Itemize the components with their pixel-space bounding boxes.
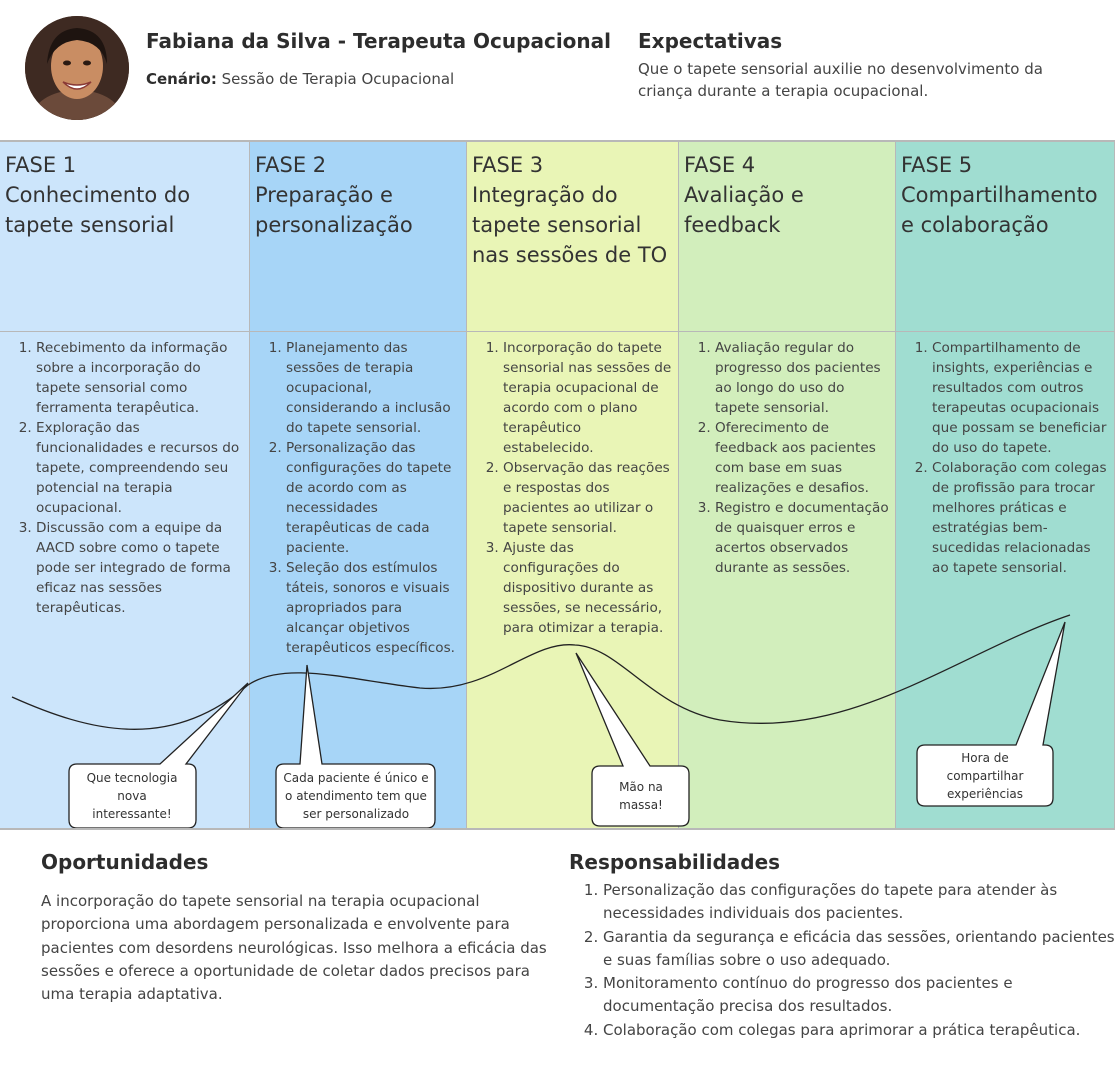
speech-bubble-2-text: Cada paciente é único e o atendimento te… (283, 771, 429, 821)
speech-bubble-4 (916, 621, 1066, 807)
scenario-value: Sessão de Terapia Ocupacional (221, 70, 455, 88)
emotion-line (11, 614, 1071, 730)
phase-3: FASE 3 Integração do tapete sensorial na… (467, 142, 679, 828)
phase-steps: Recebimento da informação sobre a incorp… (0, 338, 249, 618)
responsibilities-title: Responsabilidades (569, 850, 781, 874)
phase-step: Colaboração com colegas de profissão par… (932, 458, 1108, 578)
phase-1: FASE 1 Conhecimento do tapete sensorial … (0, 142, 250, 828)
phase-header: FASE 4 Avaliação e feedback (679, 142, 895, 332)
phase-step: Personalização das configurações do tape… (286, 438, 460, 558)
expectations-title: Expectativas (638, 29, 783, 53)
speech-bubble-3 (575, 652, 690, 827)
speech-bubble-1-text: Que tecnologia nova interessante! (86, 771, 178, 821)
phase-title: Conhecimento do tapete sensorial (5, 183, 191, 237)
persona-name: Fabiana da Silva - Terapeuta Ocupacional (146, 29, 611, 53)
scenario-label: Cenário: (146, 70, 217, 88)
phase-step: Registro e documentação de quaisquer err… (715, 498, 889, 578)
phase-step: Observação das reações e respostas dos p… (503, 458, 672, 538)
opportunities-title: Oportunidades (41, 850, 209, 874)
phase-steps: Avaliação regular do progresso dos pacie… (679, 338, 895, 578)
emotion-curve (11, 614, 1071, 828)
responsibility-item: Colaboração com colegas para aprimorar a… (603, 1019, 1116, 1042)
phase-step: Exploração das funcionalidades e recurso… (36, 418, 243, 518)
phase-step: Oferecimento de feedback aos pacientes c… (715, 418, 889, 498)
phase-number: FASE 1 (5, 153, 77, 177)
phase-steps: Planejamento das sessões de terapia ocup… (250, 338, 466, 658)
avatar (25, 16, 129, 120)
phase-step: Recebimento da informação sobre a incorp… (36, 338, 243, 418)
phase-title: Compartilhamento e colaboração (901, 183, 1098, 237)
phase-title: Integração do tapete sensorial nas sessõ… (472, 183, 668, 267)
phase-step: Discussão com a equipe da AACD sobre com… (36, 518, 243, 618)
phase-header: FASE 2 Preparação e personalização (250, 142, 466, 332)
phase-header: FASE 3 Integração do tapete sensorial na… (467, 142, 678, 332)
phase-header: FASE 5 Compartilhamento e colaboração (896, 142, 1114, 332)
responsibility-item: Garantia da segurança e eficácia das ses… (603, 926, 1116, 973)
phase-title: Avaliação e feedback (684, 183, 804, 237)
phase-number: FASE 4 (684, 153, 756, 177)
responsibility-item: Monitoramento contínuo do progresso dos … (603, 972, 1116, 1019)
persona-header: Fabiana da Silva - Terapeuta Ocupacional… (0, 0, 1116, 140)
speech-bubble-2 (275, 664, 436, 828)
phase-step: Planejamento das sessões de terapia ocup… (286, 338, 460, 438)
responsibilities-list: Personalização das configurações do tape… (569, 879, 1116, 1042)
responsibility-item: Personalização das configurações do tape… (603, 879, 1116, 926)
phase-step: Incorporação do tapete sensorial nas ses… (503, 338, 672, 458)
phase-step: Seleção dos estímulos táteis, sonoros e … (286, 558, 460, 658)
speech-bubble-3-text: Mão na massa! (619, 780, 663, 812)
phase-step: Avaliação regular do progresso dos pacie… (715, 338, 889, 418)
speech-bubble-4-text: Hora de compartilhar experiências (946, 750, 1024, 801)
phase-number: FASE 2 (255, 153, 327, 177)
phase-title: Preparação e personalização (255, 183, 413, 237)
phase-5: FASE 5 Compartilhamento e colaboração Co… (896, 142, 1114, 828)
phase-step: Ajuste das configurações do dispositivo … (503, 538, 672, 638)
phase-step: Compartilhamento de insights, experiênci… (932, 338, 1108, 458)
scenario: Cenário: Sessão de Terapia Ocupacional (146, 70, 454, 88)
expectations-text: Que o tapete sensorial auxilie no desenv… (638, 60, 1043, 100)
phase-4: FASE 4 Avaliação e feedback Avaliação re… (679, 142, 896, 828)
phase-header: FASE 1 Conhecimento do tapete sensorial (0, 142, 249, 332)
phase-2: FASE 2 Preparação e personalização Plane… (250, 142, 467, 828)
opportunities-text: A incorporação do tapete sensorial na te… (41, 892, 547, 1004)
phase-number: FASE 5 (901, 153, 973, 177)
phase-steps: Compartilhamento de insights, experiênci… (896, 338, 1114, 578)
phase-steps: Incorporação do tapete sensorial nas ses… (467, 338, 678, 638)
phase-number: FASE 3 (472, 153, 544, 177)
journey-phases: FASE 1 Conhecimento do tapete sensorial … (0, 140, 1115, 830)
